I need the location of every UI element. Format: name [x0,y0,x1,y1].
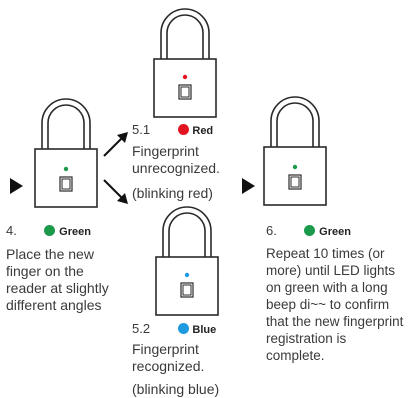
text-line: recognized. [132,358,205,374]
step-number: 5.2 [132,321,151,336]
text-line: (blinking blue) [132,381,220,397]
text-line: Fingerprint [132,341,199,357]
fingerprint-sensor-icon [178,84,192,100]
text-line: reader at slightly [6,280,109,296]
led-label: Red [192,125,214,137]
step-5-1-header: 5.1 Red [132,121,213,140]
branch-arrows [103,132,128,204]
step-4-header: 4. Green [6,222,91,241]
led-label: Green [59,226,91,238]
fingerprint-sensor-icon [180,282,194,298]
led-dot-icon [44,225,56,236]
led-dot-icon [182,74,188,80]
text-line: registration is [266,331,347,346]
text-line: that the new fingerprint [266,314,404,329]
arrow-down-right-icon [103,179,128,204]
text-line: Repeat 10 times (or [266,246,385,261]
step-6-header: 6. Green [266,222,351,241]
text-line: Fingerprint [132,143,199,159]
step-5-1-description: Fingerprint unrecognized. (blinking red) [132,143,220,202]
text-line: different angles [6,297,102,313]
text-line: on green with a long [266,280,388,295]
led-label: Blue [192,324,217,336]
led-dot-icon [184,272,190,278]
led-dot-icon [177,124,189,135]
led-dot-icon [292,164,298,170]
padlock-step-5-2 [155,203,219,316]
padlock-step-6 [263,93,327,206]
fingerprint-sensor-icon [288,174,302,190]
triangle-arrow-icon [10,178,23,194]
step-5-2-header: 5.2 Blue [132,320,216,339]
arrow-up-right-icon [103,132,128,157]
text-line: (blinking red) [132,185,213,201]
step-5-2-description: Fingerprint recognized. (blinking blue) [132,341,219,398]
text-line: unrecognized. [132,160,220,176]
fingerprint-sensor-icon [59,176,73,192]
led-label: Green [319,226,351,238]
text-line: beep di~~ to confirm [266,297,390,312]
text-line: complete. [266,348,325,363]
step-number: 5.1 [132,122,151,137]
padlock-step-4 [34,95,98,208]
led-dot-icon [177,323,189,334]
text-line: Place the new [6,246,94,262]
text-line: more) until LED lights [266,263,396,278]
padlock-step-5-1 [153,5,217,118]
step-4-description: Place the new finger on the reader at sl… [6,246,109,314]
led-dot-icon [304,225,316,236]
text-line: finger on the [6,263,84,279]
led-dot-icon [63,166,69,172]
step-number: 6. [266,223,277,238]
step-number: 4. [6,223,17,238]
triangle-arrow-icon [242,178,255,194]
step-6-description: Repeat 10 times (or more) until LED ligh… [266,245,403,364]
